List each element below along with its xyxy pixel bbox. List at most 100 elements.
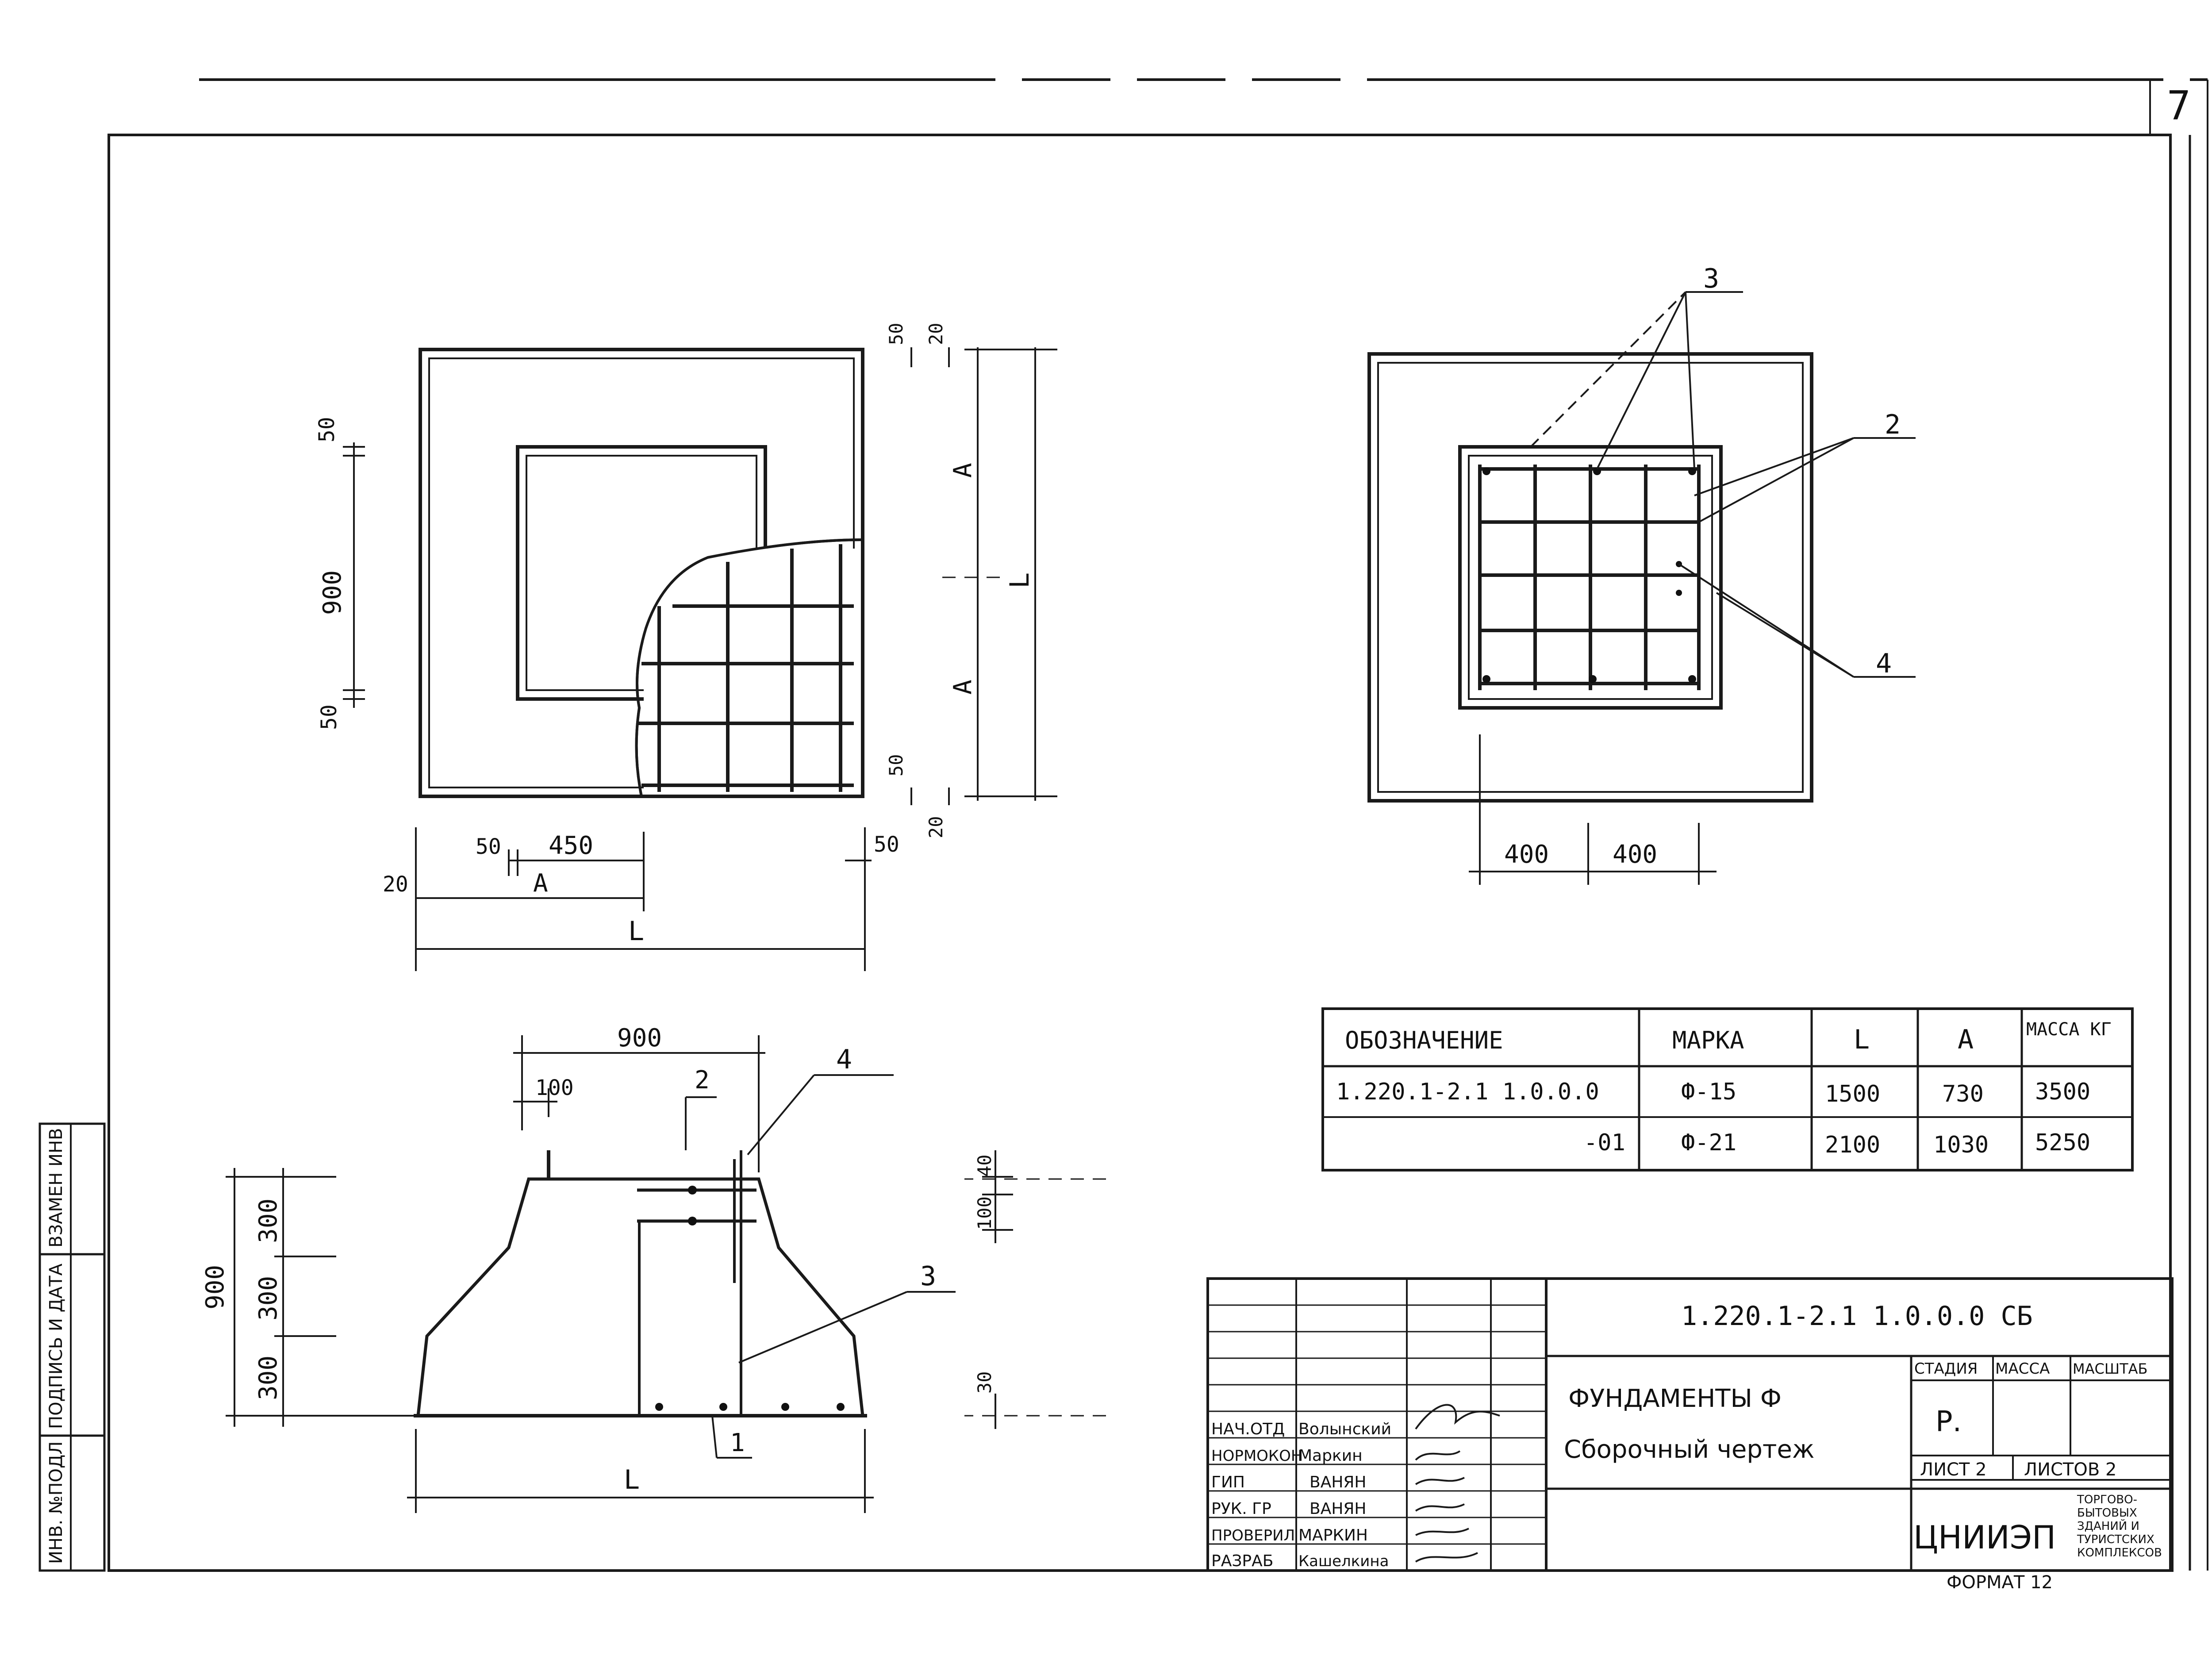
spec-header-mark: МАРКА (1672, 1026, 1744, 1054)
signature-5 (1415, 1528, 1469, 1536)
title-block-org-note-3: ЗДАНИЙ И (2077, 1519, 2139, 1533)
plan-right-pos-2: 2 (1885, 409, 1901, 440)
signature-2 (1415, 1450, 1461, 1461)
plan-left-dim-20-right-bottom: 20 (925, 816, 947, 838)
spec-header-a: A (1958, 1024, 1974, 1055)
plan-left-dim-a-lower: A (949, 680, 977, 695)
signature-3 (1415, 1477, 1465, 1485)
plan-left-dim-450: 450 (549, 831, 593, 860)
section-dim-300-b: 300 (254, 1276, 283, 1321)
staff-name: ВАНЯН (1310, 1500, 1366, 1518)
plan-right-pos-4: 4 (1876, 648, 1892, 679)
plan-left-dim-a-bottom: A (533, 869, 548, 898)
spec-row1-mark: Ф-15 (1681, 1079, 1736, 1105)
spec-row1-designation: 1.220.1-2.1 1.0.0.0 (1336, 1079, 1599, 1105)
spec-row1-l: 1500 (1825, 1081, 1880, 1107)
plan-right-dim-400-left: 400 (1504, 840, 1549, 869)
title-block-stage-value: Р. (1936, 1406, 1962, 1438)
plan-left-dim-20-right-top: 20 (925, 323, 947, 345)
section-dim-l: L (624, 1464, 640, 1495)
side-stamp-sign: ПОДПИСЬ И ДАТА (46, 1263, 66, 1429)
staff-role: ПРОВЕРИЛ (1211, 1527, 1295, 1544)
section-dim-900-top: 900 (617, 1024, 662, 1052)
staff-role: НОРМОКОН (1211, 1447, 1302, 1465)
staff-name: МАРКИН (1298, 1526, 1368, 1544)
plan-left-dim-50-right-top: 50 (885, 323, 907, 345)
section-dim-40: 40 (974, 1154, 995, 1177)
signature-1 (1415, 1404, 1500, 1430)
staff-role: ГИП (1211, 1473, 1245, 1491)
signature-6 (1415, 1552, 1478, 1563)
plan-right-dim-400-right: 400 (1613, 840, 1657, 869)
spec-row2-mark: Ф-21 (1681, 1129, 1736, 1156)
plan-left-dim-50-bottom: 50 (317, 704, 342, 730)
reinforcement-mesh (637, 544, 854, 792)
title-block-code: 1.220.1-2.1 1.0.0.0 СБ (1681, 1301, 2033, 1332)
spec-table (1321, 1007, 2134, 1172)
section-dim-300-a: 300 (254, 1198, 283, 1243)
plan-view-right (1367, 291, 1916, 885)
reinforcement-grid (1478, 465, 1701, 690)
section-dim-100-right: 100 (974, 1196, 995, 1230)
sheet-format: ФОРМАТ 12 (1947, 1572, 2053, 1593)
section-dim-900-left: 900 (201, 1265, 230, 1310)
staff-name: Кашелкина (1298, 1552, 1389, 1570)
staff-name: Волынский (1298, 1420, 1391, 1438)
signature-4 (1415, 1503, 1465, 1512)
staff-role: РАЗРАБ (1211, 1552, 1273, 1570)
plan-right-pos-3: 3 (1703, 263, 1719, 294)
title-block-org-note-1: ТОРГОВО- (2077, 1493, 2137, 1506)
spec-row1-mass: 3500 (2035, 1079, 2090, 1105)
title-block-scale-label: МАСШТАБ (2073, 1360, 2147, 1377)
staff-list: НАЧ.ОТД Волынский НОРМОКОН Маркин ГИП ВА… (1211, 1420, 1391, 1570)
spec-header-mass: МАССА КГ (2026, 1019, 2112, 1040)
plan-left-dim-20-left: 20 (383, 872, 408, 897)
plan-left-dim-50-a: 50 (476, 834, 501, 859)
side-stamp-inv: ИНВ. №ПОДЛ (46, 1441, 66, 1564)
title-block-sheets: ЛИСТОВ 2 (2024, 1460, 2116, 1480)
spec-header-designation: ОБОЗНАЧЕНИЕ (1345, 1026, 1503, 1054)
staff-name: ВАНЯН (1310, 1473, 1366, 1491)
section-view (226, 1035, 1106, 1513)
title-block-org-note-5: КОМПЛЕКСОВ (2077, 1546, 2162, 1559)
staff-role: НАЧ.ОТД (1211, 1420, 1285, 1438)
side-stamp-replace: ВЗАМЕН ИНВ (46, 1128, 66, 1248)
staff-role: РУК. ГР (1211, 1500, 1271, 1518)
plan-left-dim-50-b: 50 (874, 832, 899, 857)
spec-header-l: L (1854, 1024, 1870, 1055)
section-pos-3: 3 (920, 1261, 936, 1292)
spec-row2-a: 1030 (1933, 1132, 1989, 1158)
section-dim-100: 100 (535, 1075, 574, 1100)
plan-left-dim-900: 900 (318, 570, 347, 615)
plan-view-left (343, 347, 1057, 971)
plan-left-dim-50-top: 50 (315, 417, 339, 442)
title-block-mass-label: МАССА (1995, 1360, 2050, 1378)
side-stamp (38, 1122, 106, 1572)
staff-name: Маркин (1298, 1447, 1363, 1465)
spec-row2-l: 2100 (1825, 1132, 1880, 1158)
title-block-title-line1: ФУНДАМЕНТЫ Ф (1568, 1384, 1782, 1413)
section-pos-4: 4 (836, 1044, 852, 1075)
plan-left-dim-l-bottom: L (628, 916, 644, 947)
title-block-org: ЦНИИЭП (1913, 1519, 2056, 1556)
sheet-frame (108, 78, 2208, 1572)
title-block-org-note-2: БЫТОВЫХ (2077, 1506, 2137, 1520)
spec-row2-mass: 5250 (2035, 1129, 2090, 1156)
title-block-sheet: ЛИСТ 2 (1920, 1460, 1987, 1480)
page-number: 7 (2167, 83, 2191, 129)
spec-row1-a: 730 (1942, 1081, 1984, 1107)
section-dim-300-c: 300 (254, 1356, 283, 1400)
section-pos-1: 1 (730, 1429, 745, 1457)
spec-row2-designation: -01 (1584, 1129, 1625, 1156)
title-block-org-note-4: ТУРИСТСКИХ (2077, 1533, 2154, 1546)
title-block-stage-label: СТАДИЯ (1914, 1360, 1978, 1378)
section-dim-30: 30 (974, 1371, 995, 1394)
plan-left-dim-50-right-bottom: 50 (885, 754, 907, 776)
section-pos-2: 2 (695, 1066, 710, 1095)
title-block (1206, 1277, 2174, 1572)
title-block-title-line2: Сборочный чертеж (1564, 1435, 1814, 1464)
plan-left-dim-l-right: L (1004, 572, 1035, 588)
signatures (1415, 1404, 1500, 1563)
plan-left-dim-a-upper: A (949, 463, 977, 478)
